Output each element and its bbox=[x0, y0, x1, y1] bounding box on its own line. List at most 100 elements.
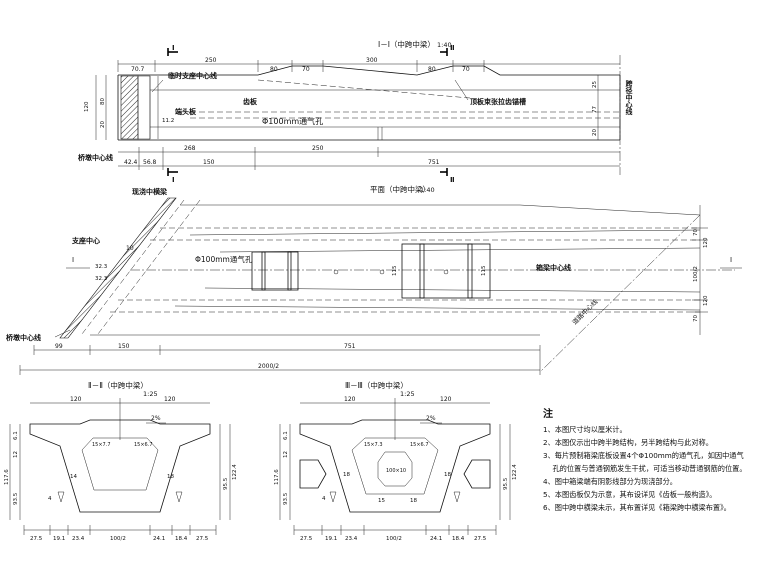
section-mark-ii-bottom: Ⅱ bbox=[450, 176, 455, 184]
dim-h120: 120 bbox=[84, 101, 90, 112]
s2-h117-6: 117.6 bbox=[4, 469, 10, 485]
s3-top120b: 120 bbox=[440, 396, 452, 403]
vent-hole-label: Φ100mm通气孔 bbox=[262, 116, 323, 126]
top-slab-reserve-label: 顶板束张拉齿锚槽 bbox=[470, 97, 526, 106]
dim-h20: 20 bbox=[100, 121, 106, 128]
s3-h95-5: 95.5 bbox=[503, 477, 509, 490]
s2-fillet-l: 15×7.7 bbox=[92, 442, 111, 448]
s2-slope: 2% bbox=[151, 415, 161, 422]
s2-h18: 18 bbox=[167, 474, 174, 480]
section-mark-i-bottom: I bbox=[172, 176, 175, 184]
plan-section-mark-left: I bbox=[72, 256, 74, 264]
s3-hole: 100×10 bbox=[386, 468, 406, 474]
s3-b19-1a: 19.1 bbox=[325, 536, 337, 542]
s2-fillet-r: 15×6.7 bbox=[134, 442, 153, 448]
s2-h12: 12 bbox=[13, 451, 19, 458]
end-block-label: 端头板 bbox=[175, 107, 197, 116]
section-iii-view: Ⅲ－Ⅲ（中跨中梁） 1:25 120 120 2% 100×10 15×7.3 … bbox=[274, 380, 518, 542]
s3-b27-5a: 27.5 bbox=[300, 536, 313, 542]
s2-h122-4: 122.4 bbox=[232, 464, 238, 480]
dim-80a: 80 bbox=[270, 66, 278, 73]
dim-42-4: 42.4 bbox=[124, 159, 138, 166]
dim-p150: 150 bbox=[118, 343, 130, 350]
dim-751: 751 bbox=[428, 159, 440, 166]
s2-b18-4: 18.4 bbox=[175, 536, 188, 542]
dim-h77: 77 bbox=[592, 106, 598, 113]
dim-p751: 751 bbox=[344, 343, 356, 350]
dim-v115a: 115 bbox=[481, 265, 487, 276]
s3-top120a: 120 bbox=[344, 396, 356, 403]
s3-h18b: 18 bbox=[444, 472, 451, 478]
dim-250: 250 bbox=[205, 57, 217, 64]
road-center-label: 道路中心线 bbox=[570, 297, 600, 327]
dim-268: 268 bbox=[184, 145, 196, 152]
s2-h6-1: 6.1 bbox=[13, 431, 19, 440]
dim-300: 300 bbox=[366, 57, 378, 64]
dim-v70b: 70 bbox=[693, 315, 699, 322]
beam-center-line-label: 箱梁中心线 bbox=[536, 263, 571, 272]
s3-b24-1: 24.1 bbox=[430, 536, 442, 542]
s2-top120b: 120 bbox=[164, 396, 176, 403]
s3-fillet-r: 15×6.7 bbox=[410, 442, 429, 448]
section-ii-view: Ⅱ－Ⅱ（中跨中梁） 1:25 120 120 2% 15×7.7 15×6.7 … bbox=[4, 380, 238, 542]
s3-h18a: 18 bbox=[343, 472, 350, 478]
s3-fillet-l: 15×7.3 bbox=[364, 442, 383, 448]
s3-h6-1: 6.1 bbox=[283, 431, 289, 440]
s2-h95-5: 95.5 bbox=[223, 477, 229, 490]
bearing-center-line-label: 临时支座中心线 bbox=[168, 71, 217, 80]
s2-b23-4: 23.4 bbox=[72, 536, 85, 542]
s2-b19-1a: 19.1 bbox=[53, 536, 65, 542]
elevation-view: I－I（中跨中梁） 1:40 I Ⅱ 70.7 250 80 70 300 80… bbox=[78, 39, 633, 184]
dim-h11-2: 11.2 bbox=[162, 118, 174, 124]
dim-v120b: 120 bbox=[703, 295, 709, 306]
s3-h12: 12 bbox=[283, 451, 289, 458]
section2-scale: 1:25 bbox=[143, 390, 158, 398]
dim-70-7: 70.7 bbox=[131, 66, 145, 73]
angle-10-label: 10 bbox=[126, 245, 134, 252]
dim-v32a: 32.3 bbox=[95, 264, 108, 270]
dim-h80: 80 bbox=[100, 98, 106, 105]
plan-view: 平面（中跨中梁） 1:40 现浇中横梁 道路中心线 bbox=[6, 184, 742, 375]
note-item: 孔的位置与普通钢筋发生干扰，可适当移动普通钢筋的位置。 bbox=[543, 464, 747, 473]
elevation-title: I－I（中跨中梁） bbox=[378, 39, 435, 49]
s3-h18c: 18 bbox=[410, 498, 417, 504]
section2-title: Ⅱ－Ⅱ（中跨中梁） bbox=[88, 380, 148, 390]
s2-b27-5a: 27.5 bbox=[30, 536, 43, 542]
dim-p2000: 2000/2 bbox=[258, 363, 279, 370]
dim-70b: 70 bbox=[462, 66, 470, 73]
plan-vent-hole-label: Φ100mm通气孔 bbox=[195, 254, 253, 264]
dim-250b: 250 bbox=[312, 145, 324, 152]
dim-h20b: 20 bbox=[592, 129, 598, 136]
plan-scale: 1:40 bbox=[420, 186, 435, 194]
plan-section-mark-right: I bbox=[730, 256, 732, 264]
s3-slope: 2% bbox=[426, 415, 436, 422]
dim-80b: 80 bbox=[428, 66, 436, 73]
s2-top120a: 120 bbox=[70, 396, 82, 403]
dim-56-8: 56.8 bbox=[143, 159, 157, 166]
section-mark-ii-top: Ⅱ bbox=[450, 44, 455, 52]
s2-b100: 100/2 bbox=[110, 536, 126, 542]
note-item: 2、本图仅示出中跨半跨结构，另半跨结构与此对称。 bbox=[543, 438, 713, 447]
notes-title: 注 bbox=[543, 409, 553, 420]
s3-h15: 15 bbox=[378, 498, 385, 504]
dim-v70a: 70 bbox=[693, 229, 699, 236]
s2-b27-5b: 27.5 bbox=[196, 536, 209, 542]
s3-b18-4: 18.4 bbox=[452, 536, 465, 542]
s3-h93-5: 93.5 bbox=[283, 492, 289, 505]
plan-title: 平面（中跨中梁） bbox=[370, 184, 430, 194]
elevation-scale: 1:40 bbox=[437, 41, 452, 49]
section3-title: Ⅲ－Ⅲ（中跨中梁） bbox=[345, 380, 408, 390]
bearing-center-label: 支座中心 bbox=[71, 236, 100, 245]
section3-scale: 1:25 bbox=[400, 390, 415, 398]
note-item: 5、本图齿板仅为示意，其布设详见《齿板一般构造》。 bbox=[543, 490, 717, 499]
note-item: 4、图中箱梁端有阴影线部分为现浇部分。 bbox=[543, 477, 677, 486]
dim-v32b: 32.3 bbox=[95, 276, 108, 282]
pier-center-line-label: 桥墩中心线 bbox=[78, 153, 113, 162]
s3-b27-5b: 27.5 bbox=[474, 536, 487, 542]
s2-w4: 4 bbox=[48, 496, 52, 502]
s3-b23-4: 23.4 bbox=[345, 536, 358, 542]
note-item: 1、本图尺寸均以厘米计。 bbox=[543, 425, 627, 434]
section-mark-i-top: I bbox=[172, 44, 175, 52]
note-item: 3、每片预制箱梁底板设置4个Φ100mm的通气孔，如因中通气 bbox=[543, 451, 744, 460]
s2-h93-5: 93.5 bbox=[13, 492, 19, 505]
